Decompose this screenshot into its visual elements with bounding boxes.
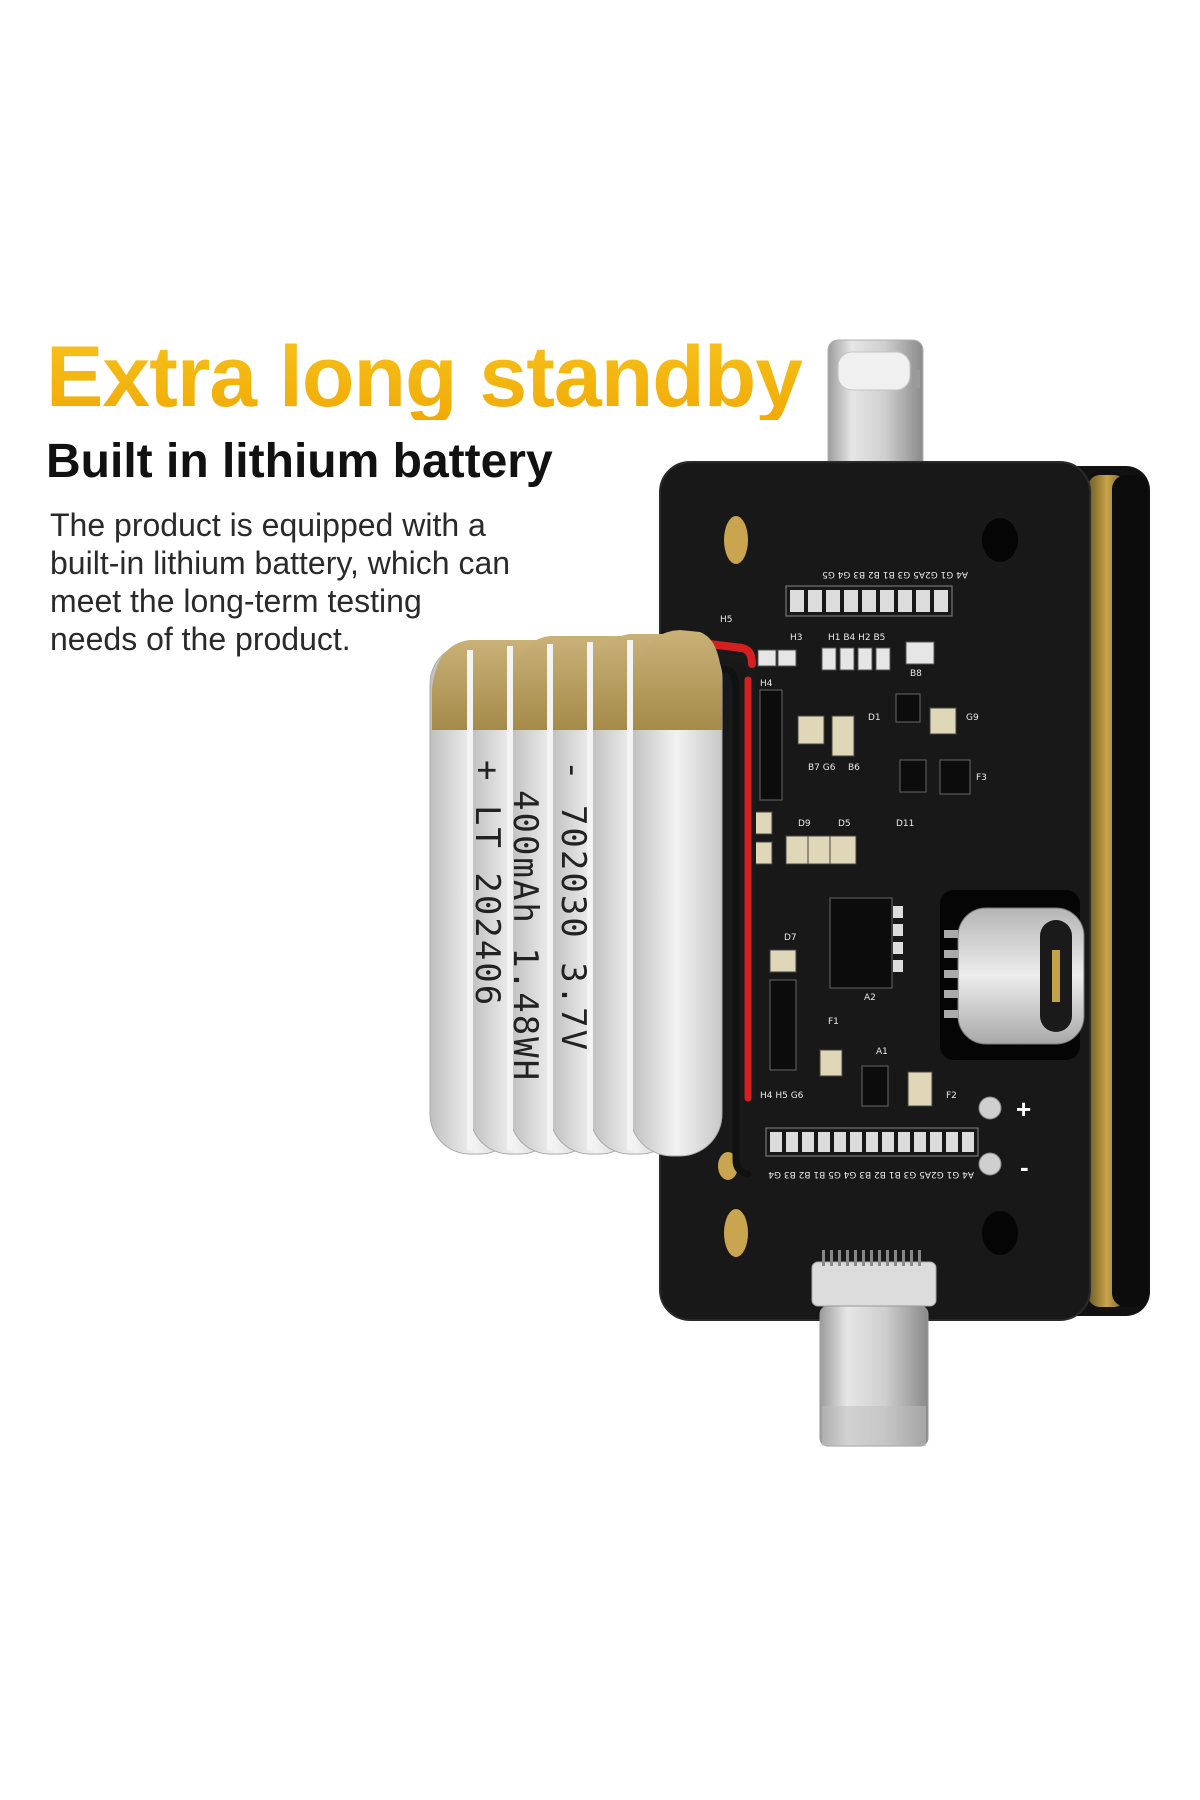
description: The product is equipped with a built-in …: [50, 506, 610, 658]
description-line: meet the long-term testing: [50, 583, 422, 619]
f1-label: F1: [828, 1017, 839, 1027]
lithium-battery: - 702030 3.7V 400mAh 1.48WH + LT 202406: [429, 630, 723, 1157]
battery-wires: [672, 636, 756, 1178]
b7g6-label: B7 G6: [808, 763, 836, 773]
description-line: The product is equipped with a: [50, 507, 486, 543]
a1-label: A1: [876, 1047, 888, 1057]
h5-label: H5: [720, 615, 733, 625]
minus-terminal-label: -: [1020, 1152, 1029, 1182]
pin-row-bottom-label: A4 G1 G2A5 G3 B1 B2 B3 G4 G5 B1 B2 B3 G4: [768, 1169, 974, 1179]
f3-label: F3: [976, 773, 987, 783]
plus-terminal-label: +: [1016, 1094, 1031, 1124]
headline: Extra long standby: [46, 329, 803, 425]
description-line: needs of the product.: [50, 621, 351, 657]
battery-label-line3: + LT 202406: [467, 760, 507, 1007]
h1h4-label: H1 B4 H2 B5: [828, 633, 885, 643]
a2-label: A2: [864, 993, 876, 1003]
d1-label: D1: [868, 713, 881, 723]
d9-label: D9: [798, 819, 811, 829]
description-line: built-in lithium battery, which can: [50, 545, 511, 581]
d5-label: D5: [838, 819, 851, 829]
h4-label: H4: [760, 679, 773, 689]
usb-c-port: [940, 890, 1085, 1060]
h4h5g6-label: H4 H5 G6: [760, 1091, 804, 1101]
usb-c-plug: [811, 1250, 937, 1447]
d11-label: D11: [896, 819, 914, 829]
b6-label: B6: [848, 763, 860, 773]
b8-label: B8: [910, 669, 922, 679]
f2-label: F2: [946, 1091, 957, 1101]
battery-label-line2: 400mAh 1.48WH: [505, 790, 545, 1082]
d7-label: D7: [784, 933, 797, 943]
battery-label-line1: - 702030 3.7V: [553, 760, 593, 1052]
pin-row-top-label: A4 G1 G2A5 G3 B1 B2 B3 G4 G5: [822, 569, 968, 579]
circuit-board: A4 G1 G2A5 G3 B1 B2 B3 G4 G5 H5 H3 H1 B4…: [659, 461, 1150, 1321]
h3-label: H3: [790, 633, 803, 643]
g9-label: G9: [966, 713, 979, 723]
subheading: Built in lithium battery: [46, 435, 553, 488]
